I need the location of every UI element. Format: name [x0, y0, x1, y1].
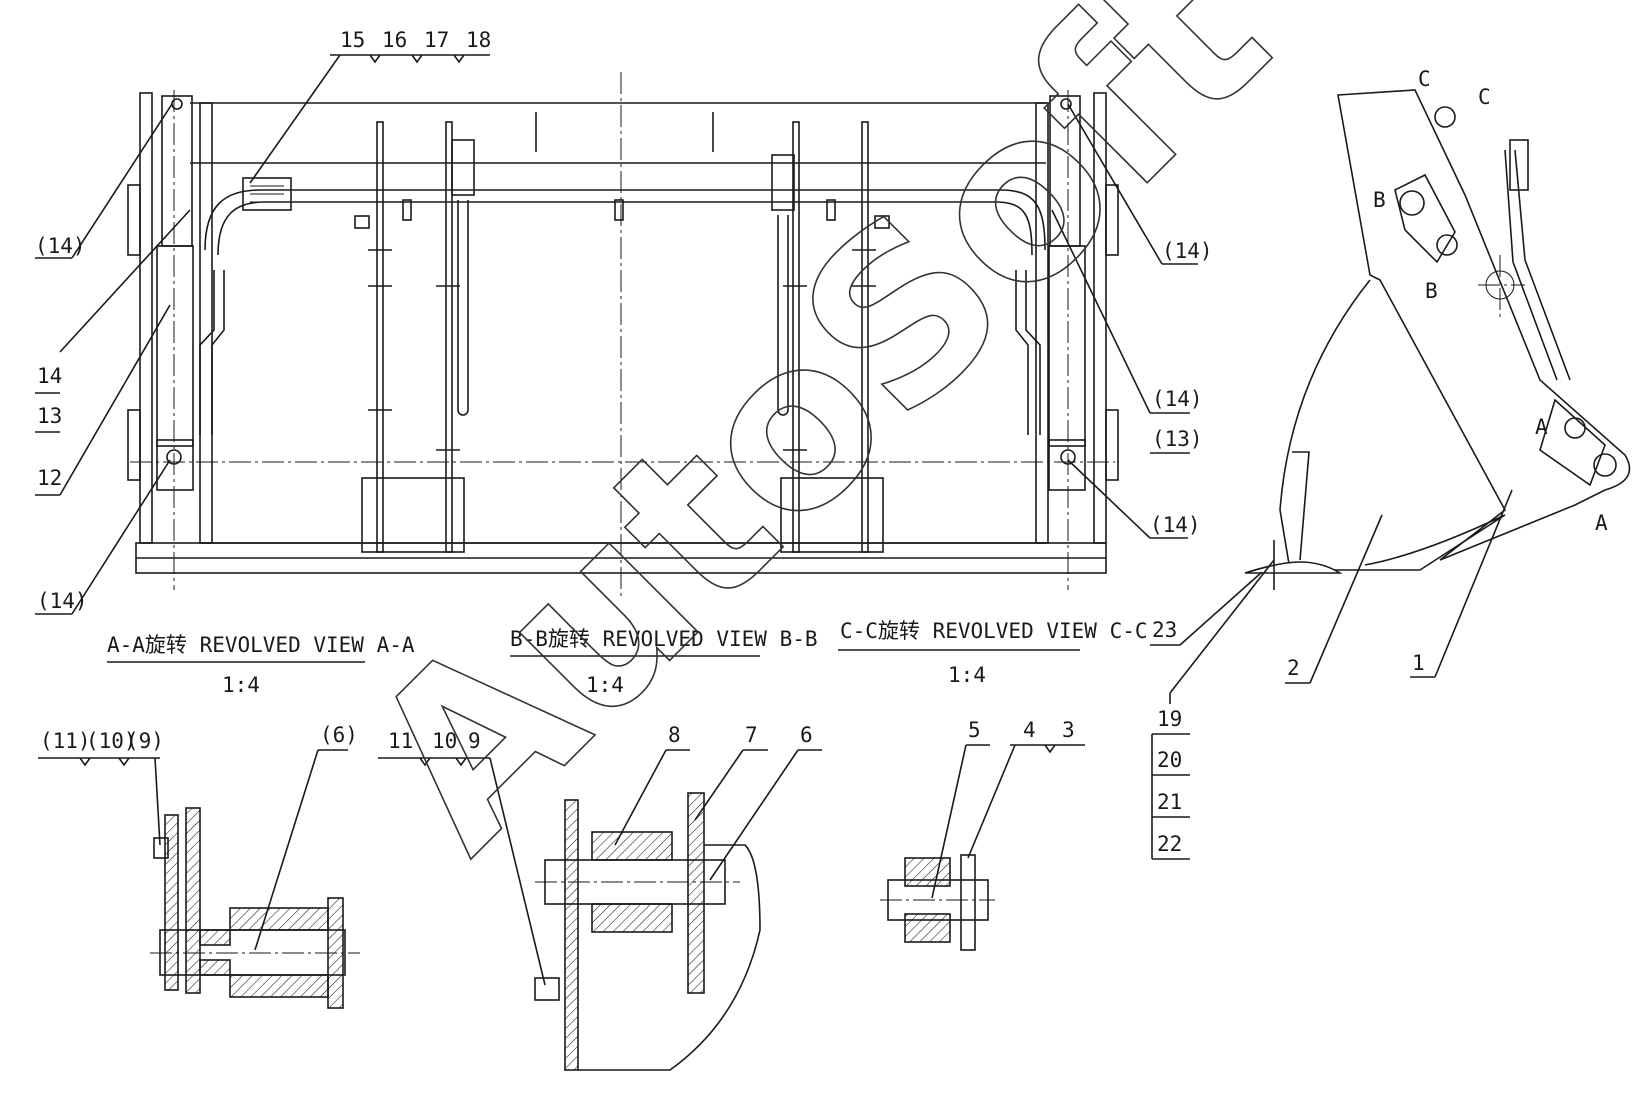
view-titles: A-A旋转 REVOLVED VIEW A-A 1:4 B-B旋转 REVOLV…	[107, 619, 1148, 697]
callout-2: 2	[1287, 656, 1300, 680]
callout-19: 19	[1157, 707, 1182, 731]
callout-10-ref: (10)	[86, 729, 137, 753]
section-mark-b-bottom: B	[1425, 279, 1438, 303]
name-plate	[242, 177, 292, 211]
hydraulic-pipes	[199, 189, 1046, 435]
callout-16: 16	[382, 28, 407, 52]
view-aa-scale: 1:4	[222, 673, 260, 697]
quick-couplers	[451, 139, 795, 416]
section-cc	[880, 854, 995, 951]
section-aa	[150, 807, 360, 1009]
view-bb-scale: 1:4	[586, 673, 624, 697]
right-cylinder	[1048, 90, 1119, 590]
section-marks: C C B B A A	[1373, 67, 1608, 535]
bucket-bottom-curve	[1279, 279, 1506, 571]
callout-23: 23	[1152, 618, 1177, 642]
section-mark-a-top: A	[1535, 415, 1548, 439]
callout-9: 9	[468, 729, 481, 753]
callout-14-ref-bottom-right: (14)	[1150, 513, 1201, 537]
part-callouts: 15 16 17 18 (14) 14 13 12 (14) (14) (14)…	[35, 28, 1513, 986]
view-cc-title: C-C旋转 REVOLVED VIEW C-C	[840, 619, 1148, 643]
callout-21: 21	[1157, 790, 1182, 814]
callout-14-left: 14	[37, 364, 62, 388]
callout-11: 11	[388, 729, 413, 753]
section-mark-c-right: C	[1478, 85, 1491, 109]
callout-3: 3	[1062, 718, 1075, 742]
left-cylinder	[127, 90, 194, 590]
callout-5: 5	[968, 718, 981, 742]
section-bb	[534, 792, 761, 1071]
callout-12: 12	[37, 466, 62, 490]
callout-15: 15	[340, 28, 365, 52]
callout-1: 1	[1412, 651, 1425, 675]
callout-22: 22	[1157, 832, 1182, 856]
view-aa-title: A-A旋转 REVOLVED VIEW A-A	[107, 633, 415, 657]
view-bb-title: B-B旋转 REVOLVED VIEW B-B	[510, 627, 818, 651]
callout-9-ref: (9)	[126, 729, 164, 753]
callout-17: 17	[424, 28, 449, 52]
callout-13-ref-right: (13)	[1152, 427, 1203, 451]
section-mark-b-top: B	[1373, 188, 1386, 212]
callout-14-ref-top-right: (14)	[1162, 239, 1213, 263]
callout-14-ref-top-left: (14)	[35, 234, 86, 258]
ribs	[361, 121, 884, 553]
callout-6-ref: (6)	[320, 723, 358, 747]
callout-18: 18	[466, 28, 491, 52]
bucket-side-plate	[1337, 89, 1631, 561]
callout-7: 7	[745, 723, 758, 747]
callout-6: 6	[800, 723, 813, 747]
side-view	[1244, 89, 1631, 590]
callout-13-left: 13	[37, 404, 62, 428]
callout-20: 20	[1157, 748, 1182, 772]
section-mark-c-left: C	[1418, 67, 1431, 91]
callout-14-ref-mid-right: (14)	[1152, 387, 1203, 411]
callout-4: 4	[1023, 718, 1036, 742]
callout-11-ref: (11)	[40, 729, 91, 753]
callout-14-ref-bottom-left: (14)	[37, 589, 88, 613]
section-mark-a-bottom: A	[1595, 511, 1608, 535]
view-cc-scale: 1:4	[948, 663, 986, 687]
callout-8: 8	[668, 723, 681, 747]
front-view	[127, 72, 1119, 600]
callout-10: 10	[432, 729, 457, 753]
